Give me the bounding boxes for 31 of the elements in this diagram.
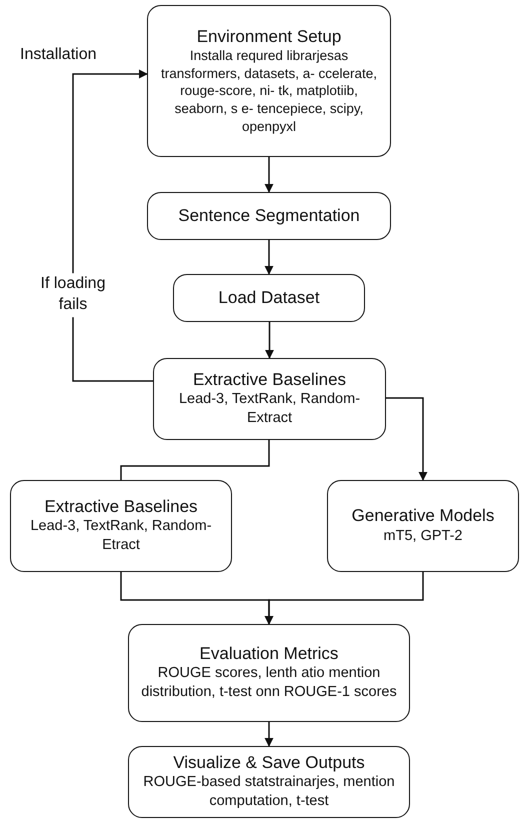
process-box (327, 480, 519, 572)
note-label: Installation (20, 45, 96, 65)
step-title: Sentence Segmentation (178, 206, 360, 226)
arrow (264, 722, 274, 747)
arrow (264, 157, 274, 193)
step-title: Visualize & Save Outputs (173, 752, 365, 774)
step-description: ROUGE-based statstrainarjes, mention computation, t-test (142, 773, 396, 812)
step-description: Lead-3, TextRank, Random-Extract (178, 390, 362, 428)
process-box (128, 746, 410, 818)
arrow (265, 322, 274, 359)
process-box (153, 358, 386, 440)
step-title: Generative Models (352, 506, 494, 527)
step-description: mT5, GPT-2 (384, 526, 462, 546)
process-box (10, 480, 232, 572)
step-title: Extractive Baselines (192, 370, 346, 390)
process-box (173, 274, 365, 322)
arrow (264, 572, 424, 625)
arrow (264, 240, 274, 275)
step-title: Extractive Baselines (44, 496, 198, 518)
process-box (128, 624, 410, 722)
step-description: Installa requred librarjesas transformers, datasets, a- ccelerate, rouge-score, ni- tk, matplotiib, seaborn, s e- tencepiece, scipy, openpyxl (160, 47, 378, 136)
arrow (386, 397, 428, 481)
step-title: Evaluation Metrics (200, 644, 338, 664)
step-title: Load Dataset (218, 288, 320, 308)
step-description: Lead-3, TextRank, Random-Etract (29, 517, 213, 556)
process-box (147, 192, 391, 240)
step-description: ROUGE scores, lenth atio mention distribution, t-test onn ROUGE-1 scores (140, 664, 398, 702)
arrow (72, 70, 153, 382)
connector-line (120, 440, 270, 480)
process-box (147, 5, 391, 157)
step-title: Environment Setup (196, 26, 342, 48)
